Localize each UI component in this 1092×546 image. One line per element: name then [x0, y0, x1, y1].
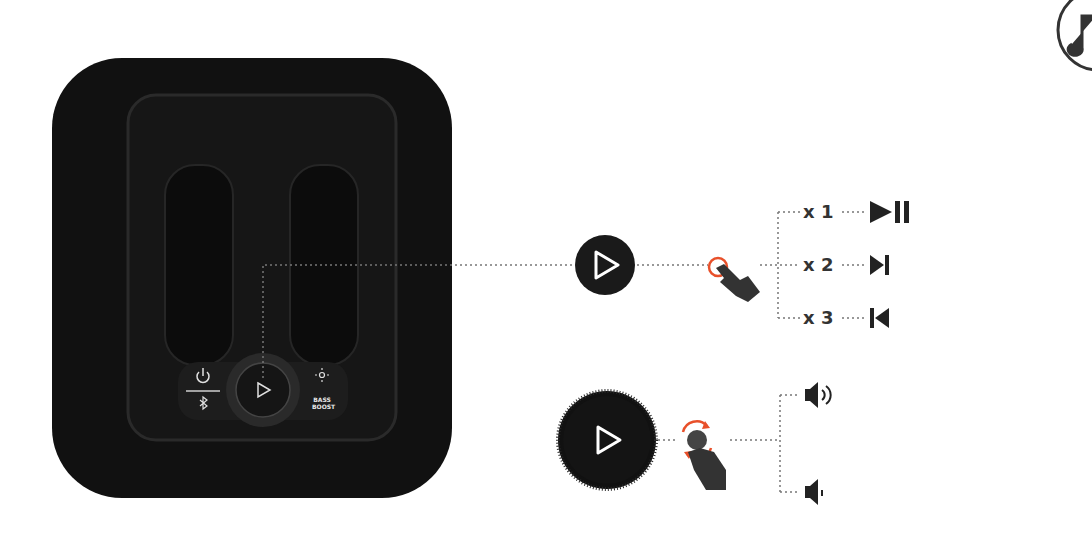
- play-button-callout: [575, 235, 635, 295]
- tap-count: x 1: [803, 202, 833, 222]
- play-pause-icon: [870, 201, 909, 223]
- tap-count: x 2: [803, 255, 833, 275]
- dial-knob: [687, 430, 707, 450]
- bluetooth-icon: [200, 397, 207, 409]
- light-icon: [315, 368, 329, 382]
- volume-up-icon: [805, 382, 831, 408]
- bracket: [760, 212, 864, 318]
- music-note: [1068, 16, 1092, 55]
- rotate-hand: [688, 448, 726, 490]
- previous-track-icon: [870, 308, 889, 328]
- next-track-icon: [870, 255, 889, 275]
- tap-hand: [716, 264, 760, 302]
- speaker-grip: [165, 165, 233, 365]
- speaker-body: [52, 58, 452, 498]
- button-label: BASS BOOST: [312, 397, 332, 410]
- dial-callout: [558, 391, 656, 489]
- volume-down-icon: [805, 479, 822, 505]
- music-badge: [1058, 0, 1092, 70]
- bracket: [730, 395, 800, 492]
- control-strip: [178, 362, 348, 420]
- tap-count: x 3: [803, 308, 833, 328]
- play-button-ring: [226, 353, 300, 427]
- leader-line: [263, 265, 572, 378]
- speaker-panel: [128, 95, 396, 440]
